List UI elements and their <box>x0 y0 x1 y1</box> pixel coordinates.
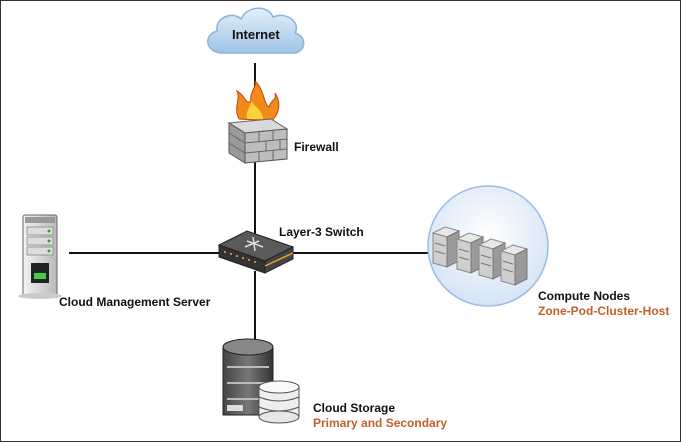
compute-nodes-label: Compute Nodes <box>538 289 631 303</box>
firewall-label: Firewall <box>294 140 339 154</box>
switch-icon <box>217 230 295 274</box>
storage-sublabel: Primary and Secondary <box>313 416 448 430</box>
switch-label: Layer-3 Switch <box>279 225 364 239</box>
connection-lines <box>69 63 429 343</box>
storage-icon <box>222 338 300 424</box>
storage-label: Cloud Storage <box>313 401 396 415</box>
compute-nodes-sublabel: Zone-Pod-Cluster-Host <box>538 304 670 318</box>
internet-label: Internet <box>232 27 280 42</box>
compute-nodes-icon <box>427 185 549 307</box>
firewall-icon <box>227 80 289 164</box>
internet-cloud-icon <box>207 7 305 54</box>
management-server-icon <box>18 214 62 299</box>
management-server-label: Cloud Management Server <box>59 295 211 309</box>
